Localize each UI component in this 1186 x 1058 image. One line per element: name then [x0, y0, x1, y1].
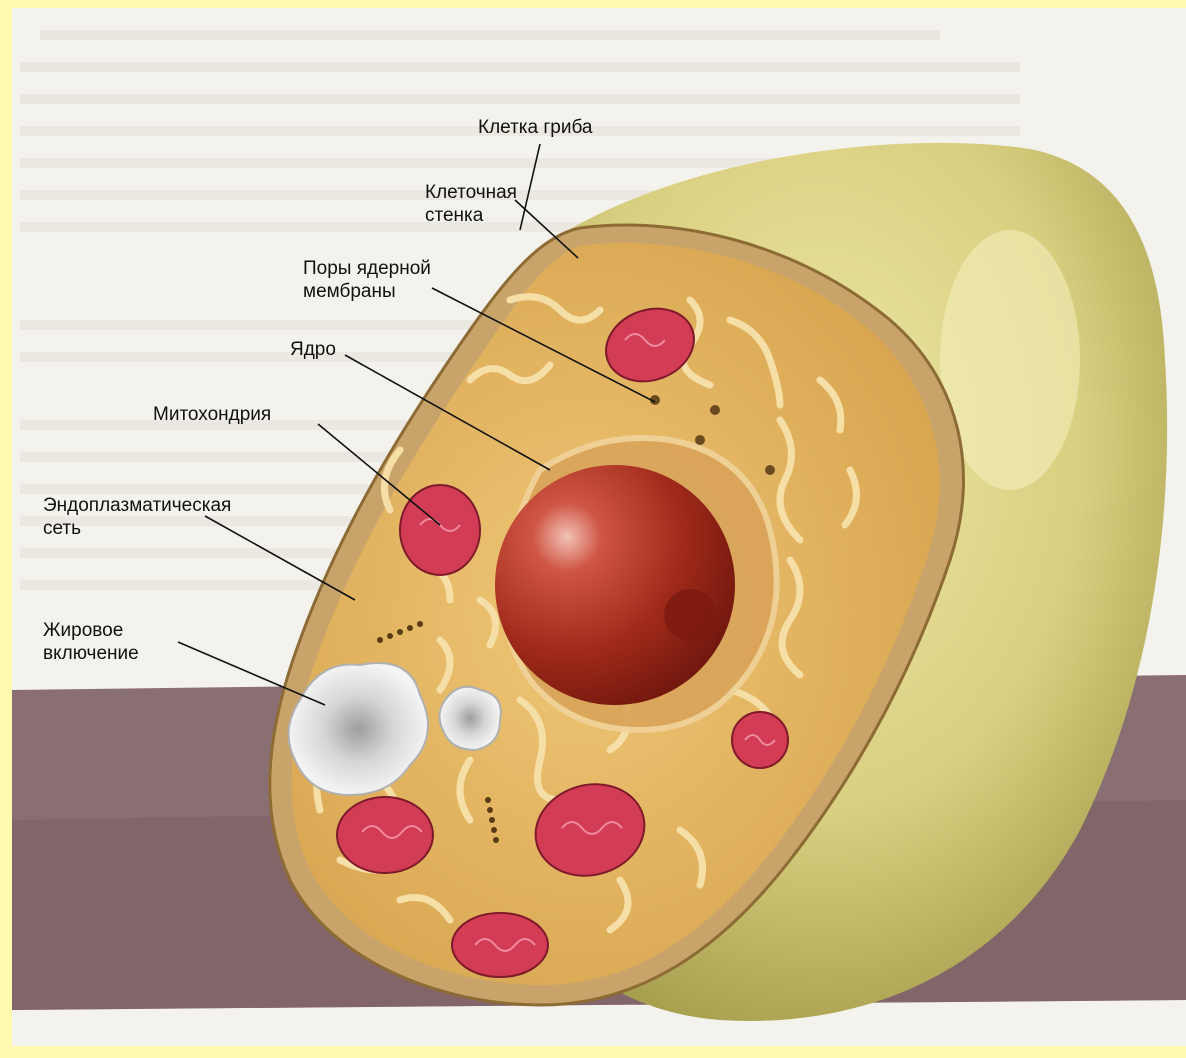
label-cell-wall: Клеточная стенка: [425, 181, 517, 227]
label-nuclear-pores-line1: Поры ядерной: [303, 257, 431, 280]
label-endoplasmic-reticulum: Эндоплазматическая сеть: [43, 494, 231, 540]
label-er-line1: Эндоплазматическая: [43, 494, 231, 517]
fat-droplet: [439, 687, 500, 750]
label-nuclear-pores: Поры ядерной мембраны: [303, 257, 431, 303]
label-fat-line1: Жировое: [43, 619, 139, 642]
mitochondrion: [400, 485, 480, 575]
label-fat-line2: включение: [43, 642, 139, 665]
nucleolus: [664, 589, 716, 641]
mitochondrion: [452, 913, 548, 977]
label-cell: Клетка гриба: [478, 116, 593, 139]
label-nuclear-pores-line2: мембраны: [303, 280, 431, 303]
label-er-line2: сеть: [43, 517, 231, 540]
bottom-frame: [0, 1046, 1186, 1058]
top-frame: [0, 0, 1186, 8]
label-cell-wall-line1: Клеточная: [425, 181, 517, 204]
label-mitochondrion: Митохондрия: [153, 403, 271, 426]
label-nucleus: Ядро: [290, 338, 336, 361]
label-fat-inclusion: Жировое включение: [43, 619, 139, 665]
nucleus: [495, 465, 735, 705]
label-cell-wall-line2: стенка: [425, 204, 517, 227]
left-frame: [0, 0, 12, 1058]
